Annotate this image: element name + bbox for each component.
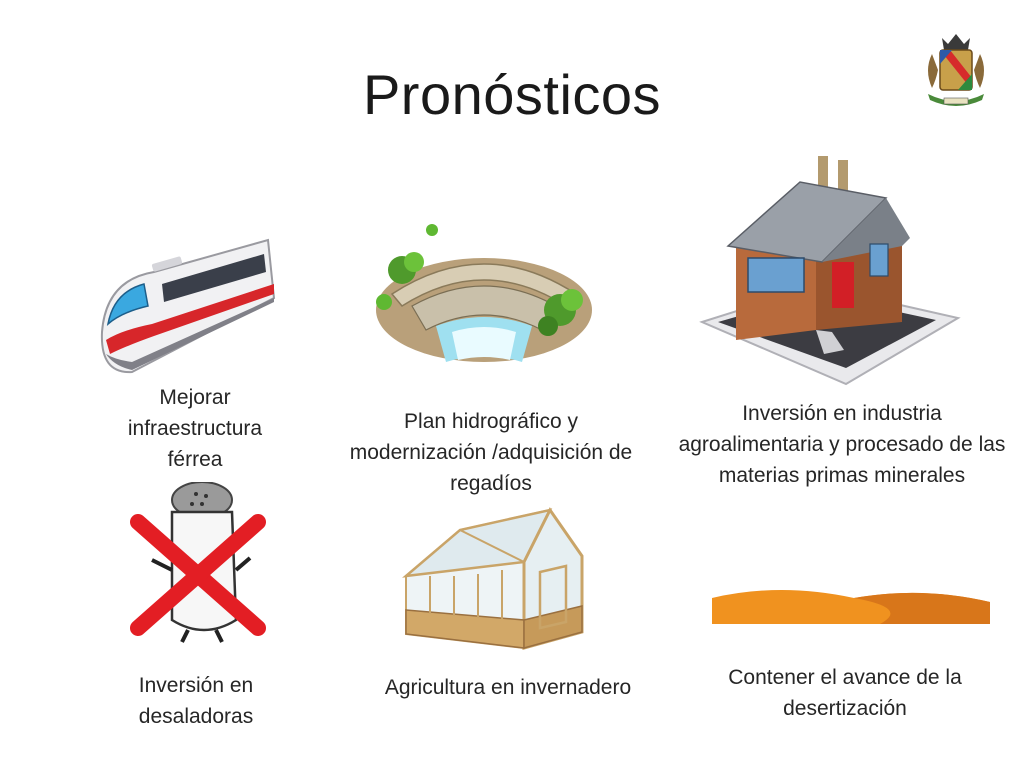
caption-train: Mejorar infraestructura férrea [127,386,263,471]
greenhouse-icon [400,502,586,652]
caption-factory: Inversión en industria agroalimentaria y… [678,402,1006,487]
factory-icon [696,154,962,386]
salt-shaker-crossed-icon [126,482,270,646]
caption-desertification: Contener el avance de la desertización [728,666,962,720]
slide-title: Pronósticos [362,63,662,126]
dam-icon [372,214,596,370]
sand-dunes-icon [710,586,992,626]
caption-desalination: Inversión en desaladoras [138,674,254,728]
coat-of-arms-icon [918,30,994,110]
caption-dam: Plan hidrográfico y modernización /adqui… [349,410,633,495]
train-icon [92,232,278,382]
caption-greenhouse: Agricultura en invernadero [384,676,632,699]
